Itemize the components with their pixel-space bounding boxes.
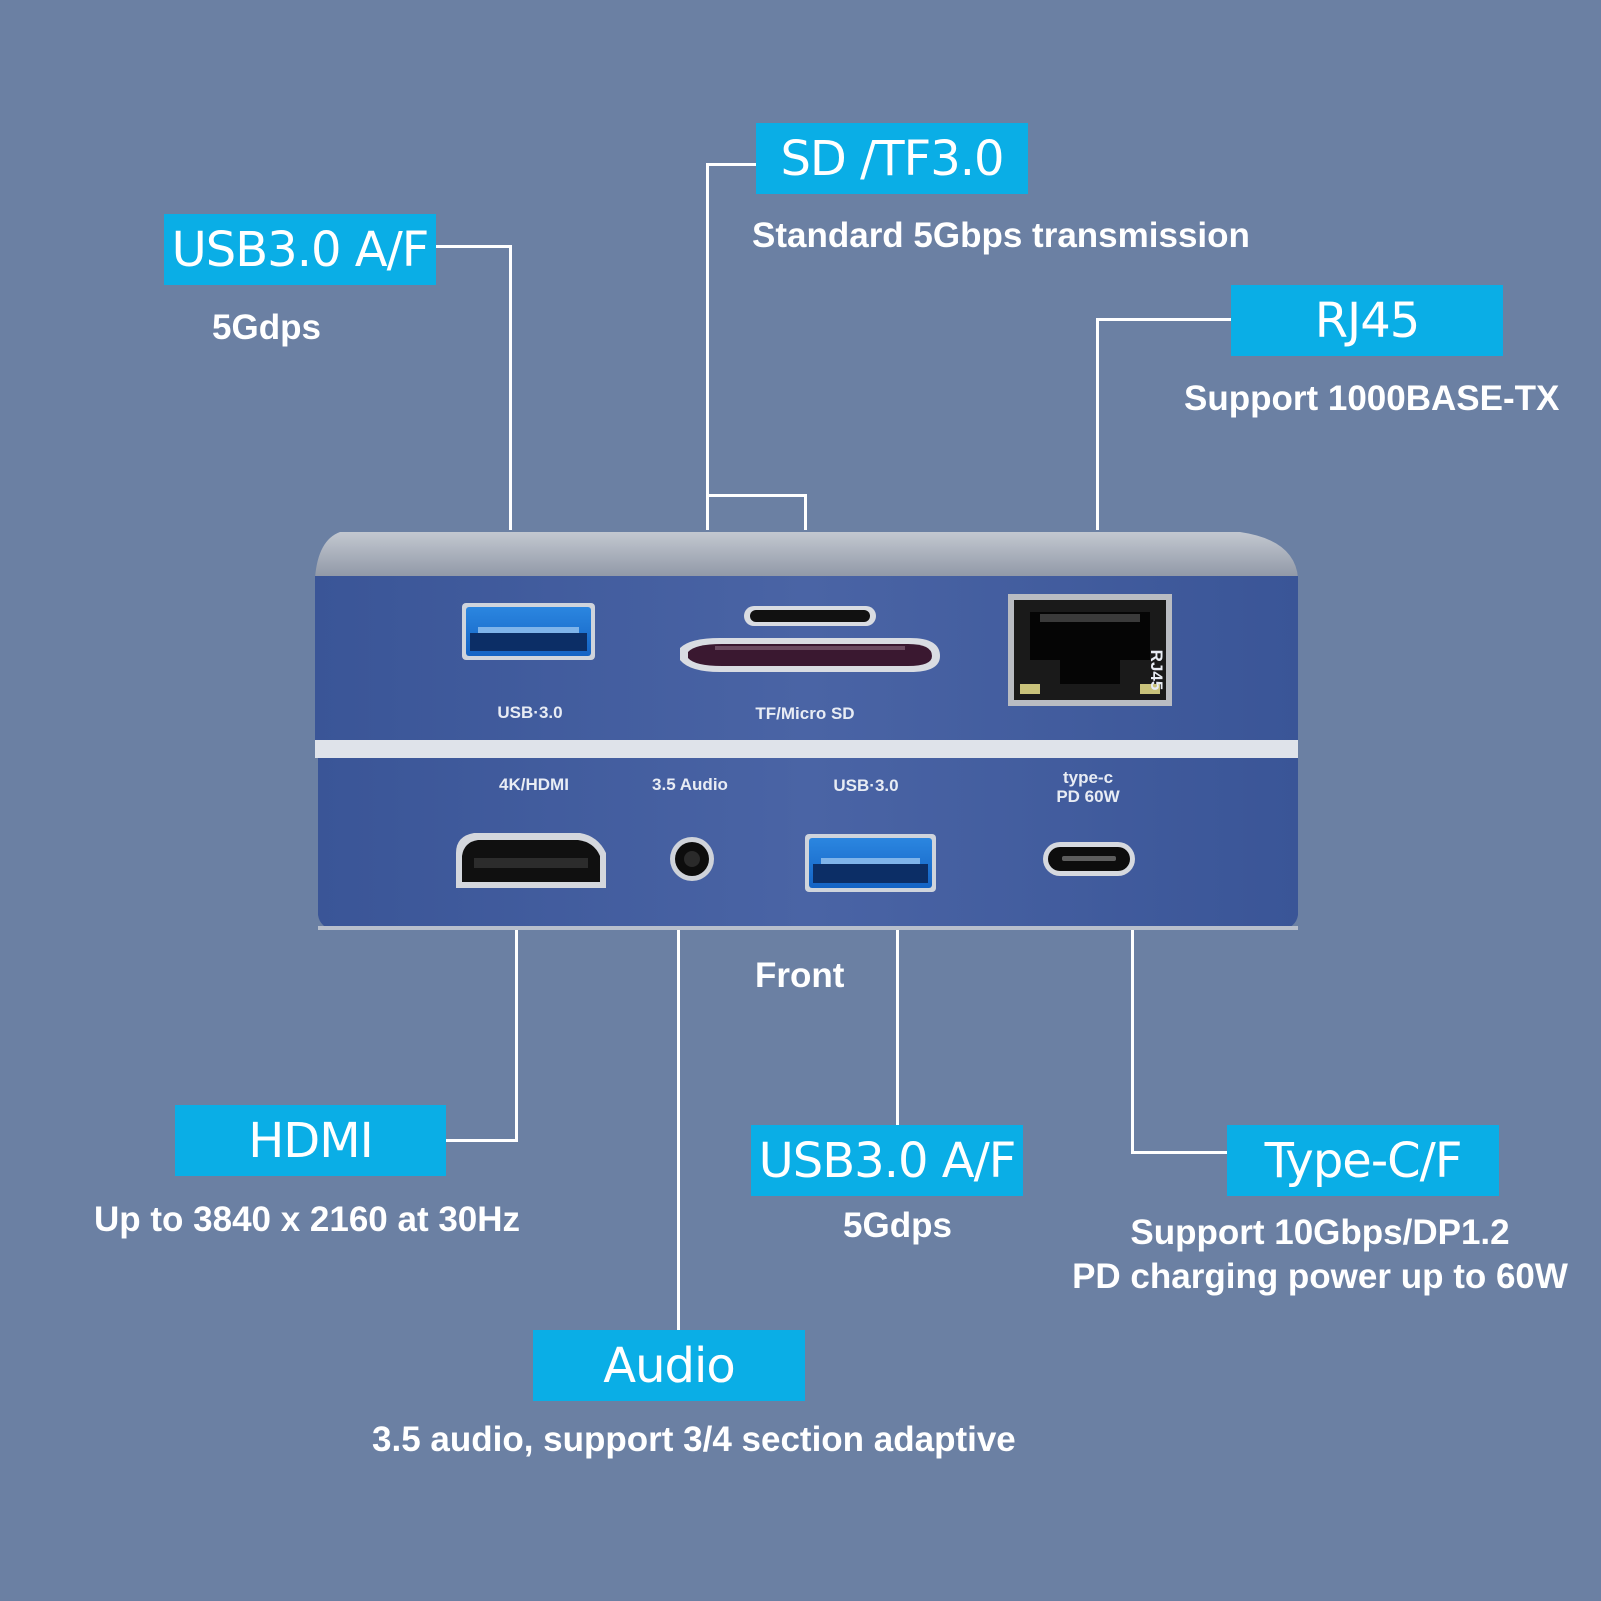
leader-typec-h: [1131, 1151, 1231, 1154]
device-label-typec-2: PD 60W: [1056, 787, 1120, 806]
rj45-port: [1008, 594, 1172, 706]
callout-usb-top-title: USB3.0 A/F: [164, 214, 436, 285]
leader-hdmi-h: [446, 1139, 518, 1142]
usb-port-top: [462, 603, 595, 660]
audio-jack: [670, 837, 714, 881]
device-label-rj45: RJ45: [1147, 649, 1166, 691]
device-label-audio: 3.5 Audio: [652, 775, 728, 794]
callout-usb-top-desc: 5Gdps: [212, 308, 321, 347]
device-divider: [315, 740, 1298, 758]
callout-sd-desc: Standard 5Gbps transmission: [752, 216, 1250, 255]
callout-rj45-desc: Support 1000BASE-TX: [1184, 379, 1560, 418]
leader-typec-v: [1131, 930, 1134, 1154]
device-top-surface: [315, 532, 1298, 578]
hdmi-port: [456, 833, 606, 888]
leader-usb-top-v: [509, 245, 512, 530]
callout-hdmi-title: HDMI: [175, 1105, 446, 1176]
device-label-usb-top: USB·3.0: [497, 703, 563, 722]
front-caption: Front: [755, 956, 845, 995]
callout-typec-title: Type-C/F: [1227, 1125, 1499, 1196]
leader-rj45-h: [1096, 318, 1231, 321]
device-label-usb-bottom: USB·3.0: [833, 776, 899, 795]
leader-sd-v2: [804, 494, 807, 530]
typec-port: [1043, 842, 1135, 876]
callout-usb-bottom-desc: 5Gdps: [843, 1206, 952, 1245]
usb-port-bottom: [805, 834, 936, 892]
leader-usb-bottom-v: [896, 930, 899, 1125]
leader-usb-top-h: [436, 245, 512, 248]
leader-sd-h1: [706, 163, 756, 166]
callout-typec-desc-1: Support 10Gbps/DP1.2: [1130, 1213, 1510, 1252]
callout-rj45-title: RJ45: [1231, 285, 1503, 356]
callout-hdmi-desc: Up to 3840 x 2160 at 30Hz: [94, 1200, 521, 1239]
sd-slot: [680, 638, 940, 672]
leader-audio-v: [677, 930, 680, 1330]
callout-typec-desc-2: PD charging power up to 60W: [1072, 1257, 1568, 1296]
microsd-slot: [744, 606, 876, 626]
callout-audio-title: Audio: [533, 1330, 805, 1401]
leader-rj45-v: [1096, 318, 1099, 530]
callout-sd-title: SD /TF3.0: [756, 123, 1028, 194]
callout-usb-bottom-title: USB3.0 A/F: [751, 1125, 1023, 1196]
leader-sd-v1: [706, 163, 709, 530]
device-label-typec-1: type-c: [1062, 768, 1114, 787]
device-label-hdmi: 4K/HDMI: [499, 775, 569, 794]
device-label-sd: TF/Micro SD: [755, 704, 855, 723]
callout-audio-desc: 3.5 audio, support 3/4 section adaptive: [372, 1420, 1016, 1459]
leader-hdmi-v: [515, 930, 518, 1142]
leader-sd-h2: [706, 494, 807, 497]
